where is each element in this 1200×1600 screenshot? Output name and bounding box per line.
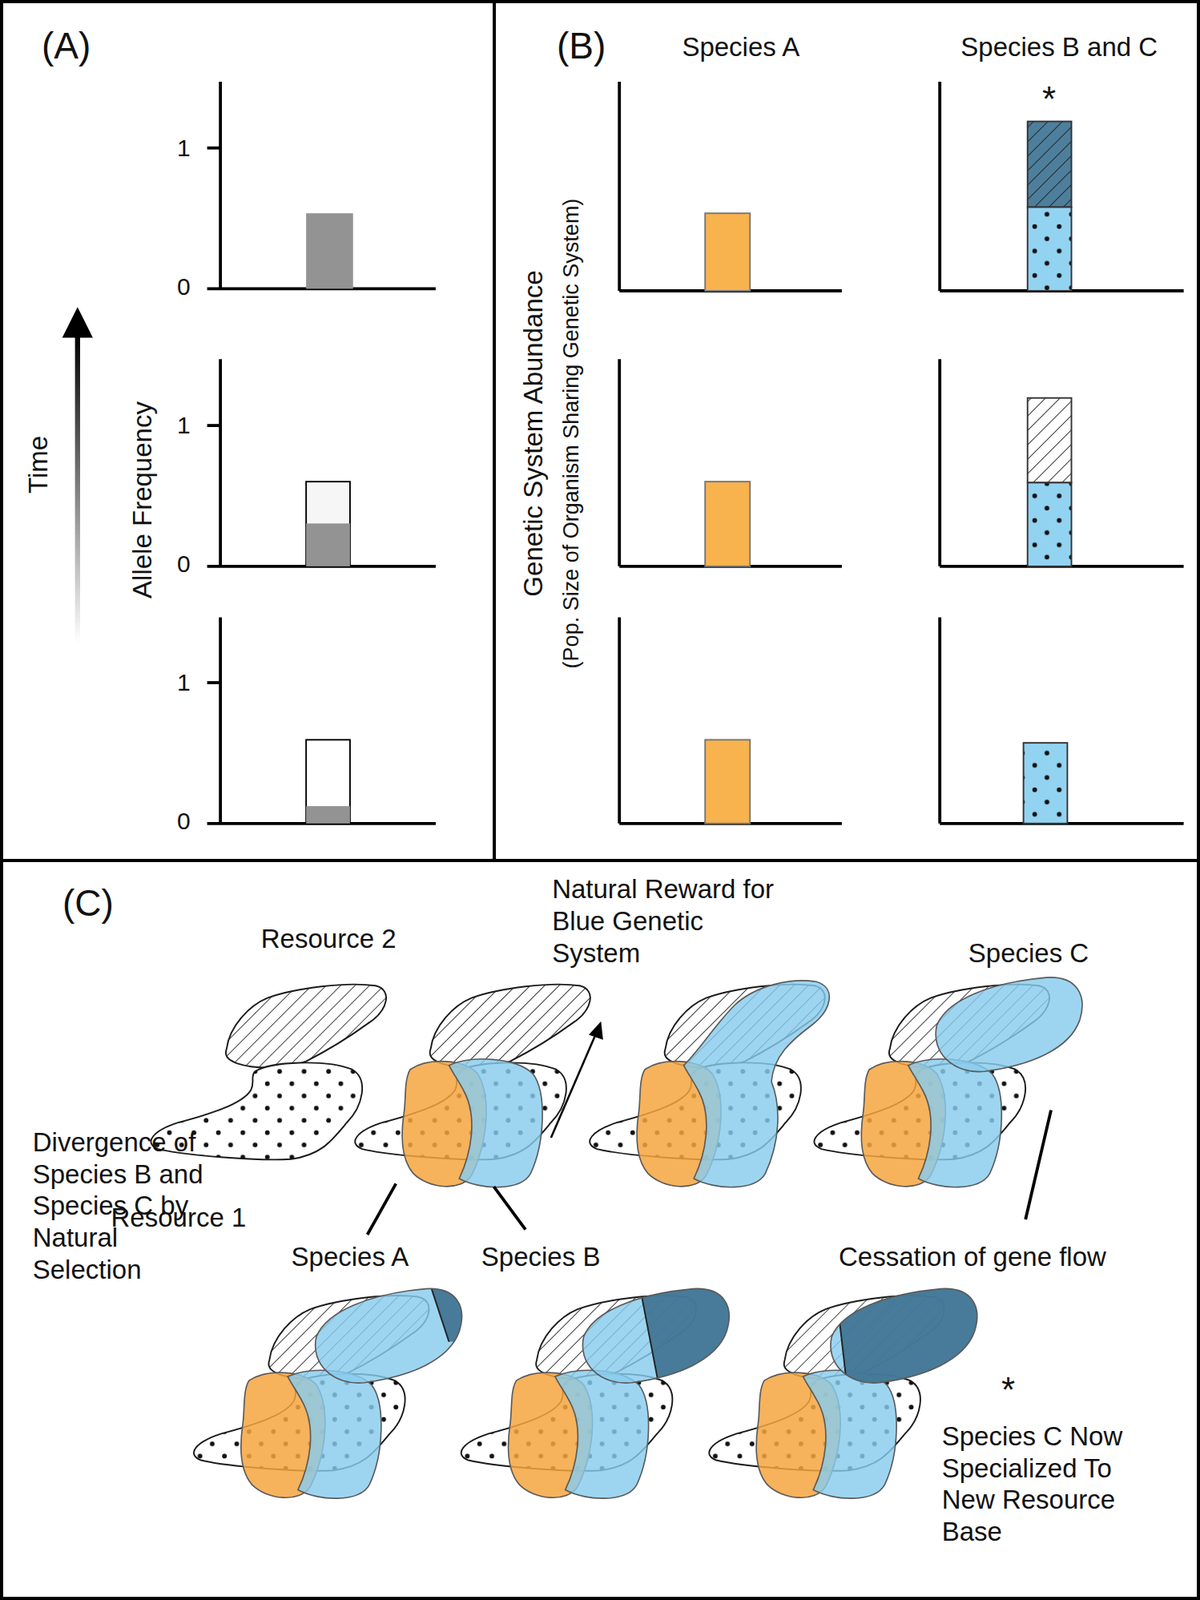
species-c-outline	[830, 1288, 978, 1383]
niche-figure	[354, 984, 591, 1188]
species-c-blob	[315, 1288, 463, 1383]
abundance-bar	[1023, 742, 1068, 824]
species-c-outline	[315, 1288, 463, 1383]
axis-line	[938, 358, 942, 567]
species-c-specialized	[830, 1288, 978, 1383]
species-c-outline	[582, 1288, 729, 1383]
abundance-bar	[1027, 398, 1072, 484]
leader-line	[494, 1186, 526, 1229]
axis-line	[218, 81, 222, 290]
niche-figure	[193, 1270, 462, 1499]
process-note: Divergence of Species B and Species C by…	[32, 1126, 226, 1285]
allele-bar	[306, 481, 351, 567]
axis-line	[617, 617, 621, 824]
abundance-bar-dots	[1027, 482, 1072, 566]
resource-2-hatch	[430, 984, 591, 1068]
arrow-note: Natural Reward for Blue Genetic System	[551, 873, 793, 969]
species-c-blob	[830, 1288, 978, 1383]
reward-arrow-shaft	[551, 1033, 596, 1138]
column-heading: Species B and C	[960, 31, 1158, 64]
axis-tick-label: 0	[177, 272, 191, 302]
allele-axes	[207, 81, 436, 824]
niche-figure	[708, 1270, 977, 1499]
abundance-bar	[1027, 207, 1072, 291]
outcome-note: Species C Now Specialized To New Resourc…	[942, 1420, 1152, 1547]
axis-subtitle: (Pop. Size of Organism Sharing Genetic S…	[558, 198, 584, 669]
species-label: Species A	[291, 1241, 410, 1274]
allele-bar	[306, 739, 351, 823]
species-c-specialized	[315, 1288, 463, 1383]
axis-line	[938, 617, 942, 824]
abundance-bar	[1027, 482, 1072, 566]
species-b-blob	[448, 1059, 543, 1188]
panel-frame: (A)	[0, 0, 496, 862]
column-heading: Species A	[681, 31, 800, 64]
abundance-bar-hatch	[1027, 398, 1072, 484]
axis-line	[617, 358, 621, 567]
axis-tick-label: 1	[177, 410, 191, 440]
species-b-blob	[287, 1369, 382, 1498]
species-label: Species B	[481, 1241, 601, 1274]
species-b-expanded-blob	[683, 980, 830, 1188]
panel-letter: (B)	[556, 24, 606, 69]
niche-figure	[461, 1270, 729, 1499]
leader-line	[367, 1183, 397, 1235]
axis-tick	[207, 680, 222, 685]
allele-bar	[306, 213, 354, 289]
resource-2-blob	[430, 984, 591, 1068]
allele-bar	[306, 805, 351, 824]
divergence-boundary	[425, 1270, 449, 1342]
species-label: Species C	[968, 937, 1089, 970]
axis-tick	[207, 146, 222, 150]
resource-2-blob	[225, 984, 387, 1068]
abundance-bar-dots	[1027, 207, 1072, 291]
abundance-bar-hatch	[1027, 121, 1072, 208]
abundance-bar	[704, 739, 750, 823]
panel-letter: (A)	[41, 24, 91, 69]
species-a-bars	[704, 213, 750, 824]
time-arrow-shaft	[75, 334, 81, 644]
axis-tick-label: 0	[177, 806, 191, 836]
niche-figure	[589, 980, 830, 1188]
divergence-boundary	[833, 1270, 850, 1404]
abundance-bar-dots	[1023, 742, 1068, 824]
species-c-blob	[935, 977, 1083, 1072]
panel-frame: (B)	[492, 0, 1200, 862]
species-b-blob	[802, 1369, 897, 1498]
axis-tick	[207, 423, 222, 427]
gene-flow-barrier	[1025, 1110, 1052, 1220]
abundance-bar	[1027, 121, 1072, 208]
panel-letter: (C)	[62, 881, 114, 926]
resource-label: Resource 2	[261, 922, 397, 955]
asterisk-marker: *	[1042, 77, 1056, 121]
species-b-blob	[908, 1059, 1003, 1188]
divergence-boundary	[636, 1270, 663, 1404]
abundance-bar	[704, 481, 750, 567]
axis-title: Allele Frequency	[127, 401, 160, 599]
allele-bar	[306, 523, 351, 566]
species-b-blob	[555, 1369, 649, 1498]
time-label: Time	[23, 435, 56, 494]
resource-2-hatch	[225, 984, 387, 1068]
axis-line	[218, 617, 222, 824]
axis-line	[218, 358, 222, 567]
axis-tick-label: 1	[177, 668, 191, 697]
reward-arrowhead	[588, 1021, 604, 1040]
abundance-axes	[619, 81, 1184, 824]
axis-line	[617, 81, 621, 291]
time-arrowhead	[62, 306, 93, 338]
abundance-bar	[704, 213, 750, 291]
axis-tick-label: 1	[177, 133, 191, 163]
axis-title: Genetic System Abundance	[517, 270, 550, 597]
niche-figure	[813, 977, 1082, 1188]
axis-line	[938, 81, 942, 291]
species-bc-bars	[1023, 121, 1072, 824]
barrier-label: Cessation of gene flow	[838, 1241, 1107, 1274]
asterisk-marker: *	[1001, 1369, 1015, 1412]
axis-tick-label: 0	[177, 549, 191, 579]
